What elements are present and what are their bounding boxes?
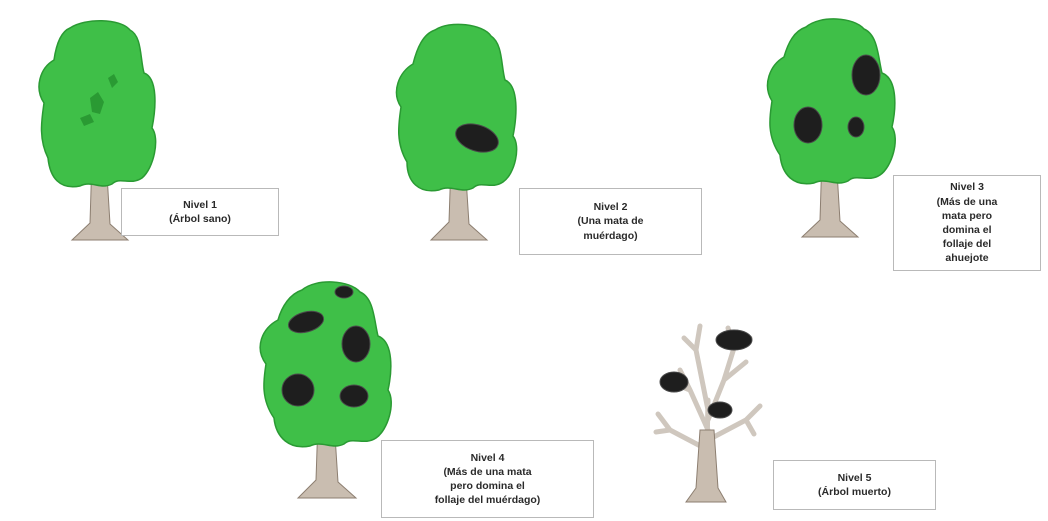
level-desc-line: (Árbol muerto) — [818, 486, 891, 498]
level-desc-line: (Más de una mata — [443, 465, 532, 478]
level-desc-line: ahuejote — [945, 252, 989, 265]
tree-level-2 — [395, 23, 518, 241]
level-desc-line: pero domina el — [450, 480, 525, 492]
label-box-level-4: Nivel 4 (Más de una mata pero domina el … — [381, 440, 594, 518]
mistletoe-clump — [707, 401, 733, 419]
level-desc-line: (Una mata de — [577, 215, 644, 228]
label-box-level-3: Nivel 3 (Más de una mata pero domina el … — [893, 175, 1041, 271]
mistletoe-clump — [659, 371, 689, 393]
mistletoe-clump — [287, 310, 325, 334]
tree-level-5 — [653, 323, 763, 503]
label-box-level-1: Nivel 1 (Árbol sano) — [121, 188, 279, 236]
mistletoe-clump — [334, 285, 354, 299]
level-title: Nivel 4 — [470, 451, 505, 464]
level-title: Nivel 2 — [593, 201, 628, 214]
level-desc-line: domina el — [942, 224, 992, 236]
level-title: Nivel 3 — [950, 181, 984, 194]
level-desc-line: follaje del — [942, 238, 992, 251]
label-box-level-2: Nivel 2 (Una mata de muérdago) — [519, 188, 702, 255]
mistletoe-clump — [281, 373, 315, 407]
level-desc-line: follaje del muérdago) — [434, 494, 541, 507]
mistletoe-clump — [341, 325, 371, 363]
mistletoe-clump — [339, 384, 369, 408]
level-desc-line: (Árbol sano) — [169, 213, 231, 225]
level-desc-line: (Más de una — [936, 195, 998, 208]
mistletoe-clump — [455, 123, 499, 153]
mistletoe-clump — [715, 329, 753, 351]
label-box-level-5: Nivel 5 (Árbol muerto) — [773, 460, 936, 510]
tree-level-4 — [259, 281, 392, 499]
level-desc-line: muérdago) — [583, 229, 638, 242]
tree-level-3 — [766, 18, 896, 238]
level-desc-line: mata pero — [941, 209, 993, 222]
mistletoe-clump — [847, 116, 865, 138]
mistletoe-clump — [851, 54, 881, 96]
level-title: Nivel 5 — [837, 471, 872, 484]
level-title: Nivel 1 — [183, 198, 217, 211]
tree-level-1 — [38, 20, 157, 241]
mistletoe-clump — [793, 106, 823, 144]
